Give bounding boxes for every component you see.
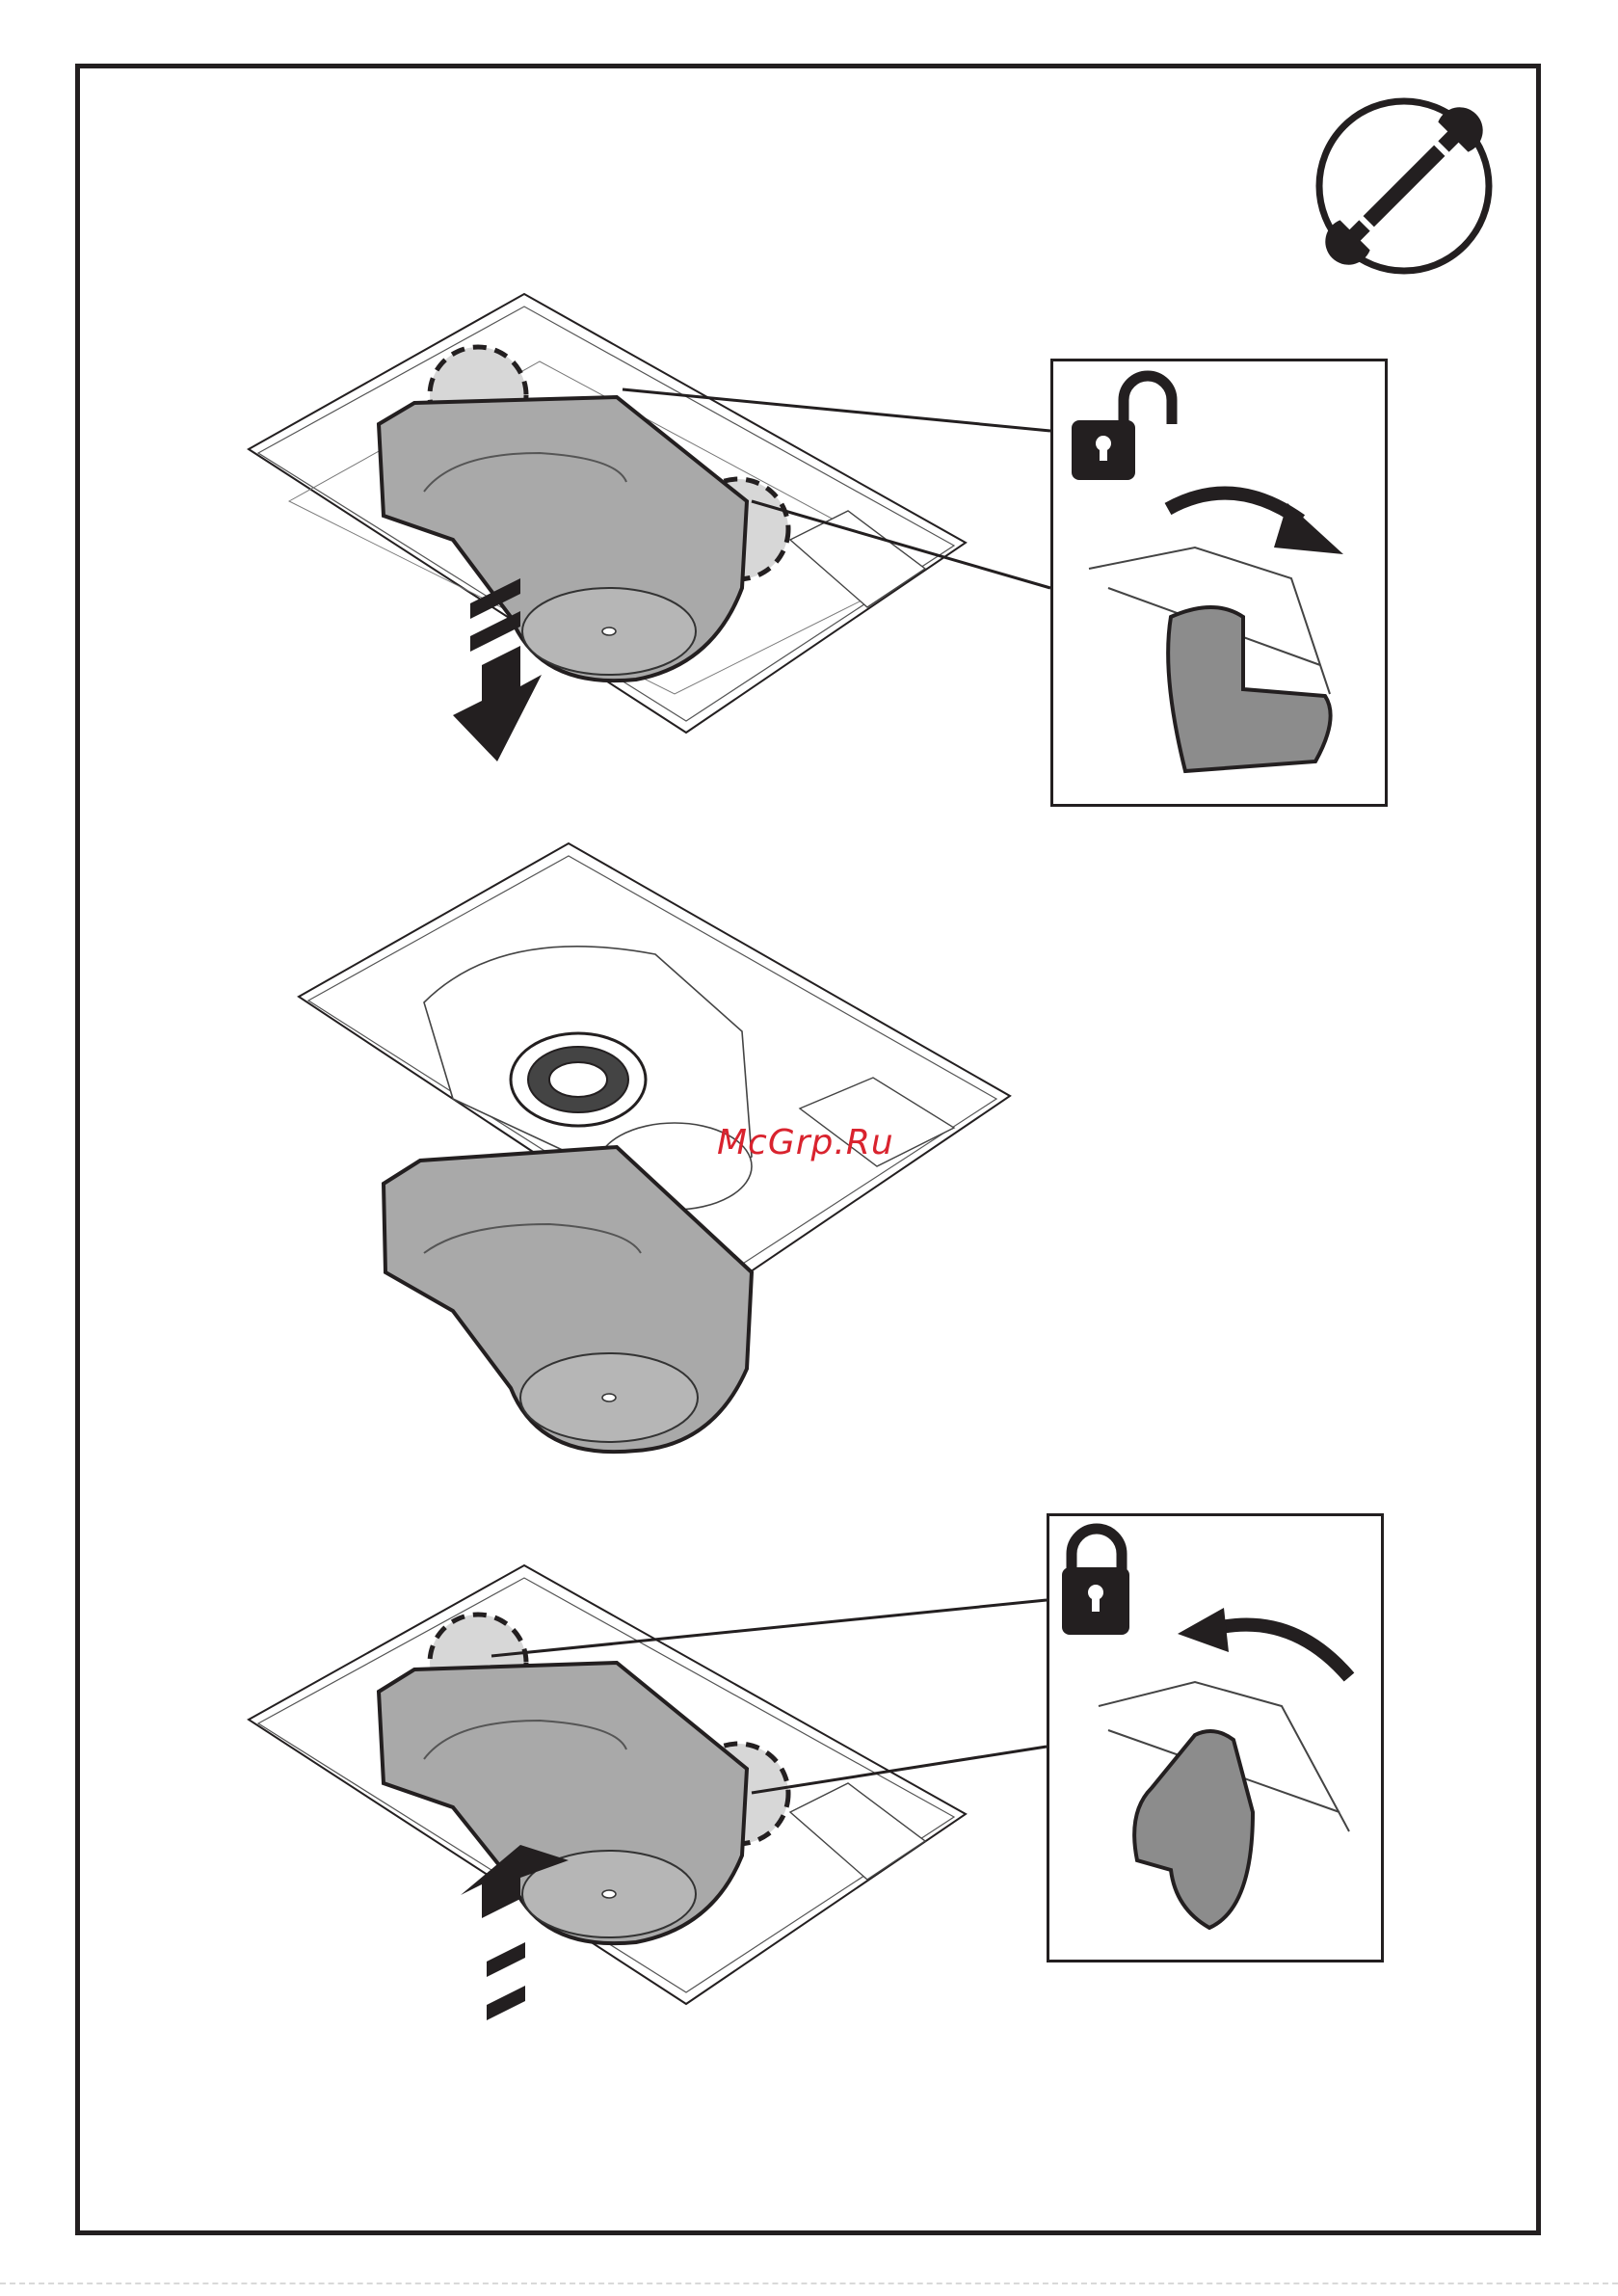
page-edge-rule [0, 2283, 1618, 2284]
rotate-counterclockwise-icon [1178, 1608, 1349, 1677]
padlock-closed-icon [1062, 1529, 1129, 1635]
